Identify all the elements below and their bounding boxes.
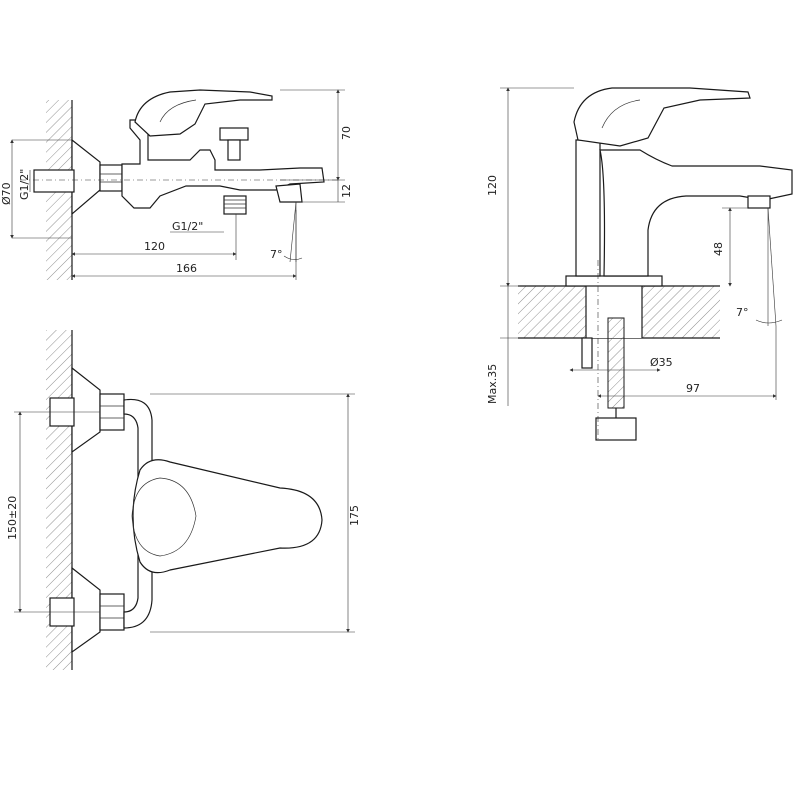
dim-basin-angle: 7° <box>736 306 749 319</box>
dim-angle: 7° <box>270 248 283 261</box>
basin-mixer-side-view: 120 48 7° Max.35 Ø35 97 <box>486 87 793 441</box>
shower-outlet <box>223 195 247 215</box>
dim-97: 97 <box>686 382 700 395</box>
aerator <box>747 195 771 209</box>
dim-70: 70 <box>340 126 353 140</box>
spout <box>275 183 303 203</box>
dim-thread: G1/2" <box>18 169 31 200</box>
lever-top-view <box>132 459 323 574</box>
nut-bottom <box>99 593 125 631</box>
dim-175: 175 <box>348 505 361 526</box>
lever-handle <box>134 89 273 137</box>
dim-12: 12 <box>340 184 353 198</box>
dim-hole: Ø35 <box>650 356 673 369</box>
dim-166: 166 <box>176 262 197 275</box>
dim-48: 48 <box>712 242 725 256</box>
bath-mixer-side-view: 70 12 Ø70 G1/2" G1/2" 120 166 7° <box>0 89 353 280</box>
eccentric-fitting <box>33 169 75 193</box>
dim-basin-120: 120 <box>486 175 499 196</box>
flex-hose <box>607 317 625 409</box>
bath-mixer-top-view: 150±20 175 <box>6 330 361 670</box>
basin-spout <box>599 149 793 277</box>
basin-lever <box>573 87 751 147</box>
dim-dia70: Ø70 <box>0 182 13 205</box>
dim-120: 120 <box>144 240 165 253</box>
dim-max35: Max.35 <box>486 364 499 404</box>
escutcheon-top <box>71 366 101 454</box>
stud <box>581 337 593 369</box>
escutcheon-bottom <box>71 566 101 654</box>
hose-nut <box>595 417 637 441</box>
nut <box>99 164 123 192</box>
base-plate <box>565 275 663 287</box>
body-column <box>575 139 601 277</box>
escutcheon <box>71 138 101 216</box>
nut-top <box>99 393 125 431</box>
diverter-knob <box>219 127 249 141</box>
dim-shower-thread: G1/2" <box>172 220 203 233</box>
dim-150: 150±20 <box>6 496 19 540</box>
mixer-body <box>121 119 325 209</box>
